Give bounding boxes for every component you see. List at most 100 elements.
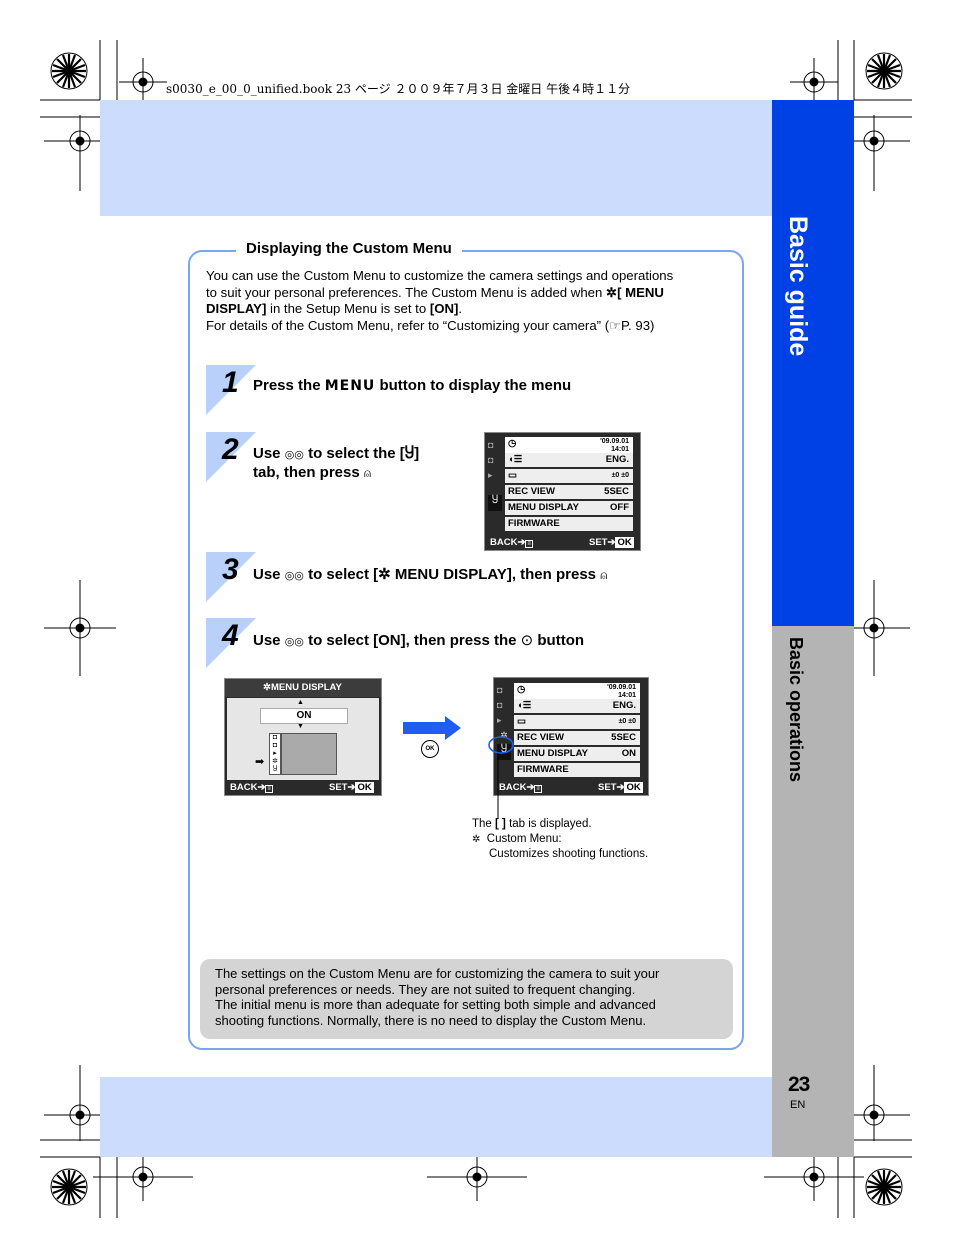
menu-display-title-text: MENU DISPLAY [270, 682, 342, 693]
menu-display-value: ON [621, 748, 636, 759]
intro-line-4-text: For details of the Custom Menu, refer to… [206, 317, 610, 333]
step-2-marker [206, 432, 256, 482]
step-1-text-a: Press the [253, 377, 325, 394]
note-text: The settings on the Custom Menu are for … [215, 966, 725, 1028]
menu-display-label: MENU DISPLAY [508, 502, 579, 513]
step-3-text: Use ◎◎ to select [✲ MENU DISPLAY], then … [253, 565, 607, 583]
next-arrow-icon [403, 716, 461, 740]
step-1-text-c: button to display the menu [375, 377, 572, 394]
menu-key-icon: ≡ [534, 785, 542, 793]
dial-buttons-icon: ◎◎ [284, 636, 304, 648]
set-text: SET [589, 537, 608, 548]
custom-menu-icon: ✲ [263, 682, 271, 693]
caption-line-2: ✲ Custom Menu: [472, 832, 648, 848]
monitor-icon: ▭ [517, 716, 526, 727]
step-2-number: 2 [222, 433, 239, 466]
back-label: BACK➔≡ [499, 782, 542, 793]
dial-buttons-icon: ◎◎ [284, 449, 304, 461]
footer-band [100, 1077, 772, 1157]
menu-display-row: MENU DISPLAY OFF [505, 501, 633, 515]
step-1-marker [206, 365, 256, 415]
firmware-row: FIRMWARE [514, 763, 640, 777]
language-icon: ◖☰ [508, 454, 523, 465]
menu-display-screen: ✲MENU DISPLAY ▲ ON ▼ ◘◘▸✲Ⴘ ➡ BACK➔≡ SET➔… [224, 678, 382, 796]
rec-view-value: 5SEC [611, 732, 636, 743]
intro-line-2: to suit your personal preferences. The C… [206, 285, 726, 302]
box-title: Displaying the Custom Menu [236, 240, 462, 257]
language-value: ENG. [612, 700, 636, 711]
brightness-value: ±0 ±0 [618, 718, 636, 725]
back-text: BACK [230, 782, 258, 793]
intro-line-4-ref: P. 93) [620, 317, 655, 333]
down-arrow-icon: ▼ [297, 723, 304, 730]
monitor-icon: ▭ [508, 470, 517, 481]
firmware-label: FIRMWARE [508, 518, 560, 529]
mini-menu-preview [281, 733, 337, 775]
callout-line [488, 736, 514, 818]
mini-tab-icons: ◘◘▸✲Ⴘ [269, 733, 281, 775]
ok-key-label: OK [615, 537, 634, 548]
step-3-text-b: to select [ [308, 566, 379, 583]
step-2-text-d: tab, then press [253, 464, 360, 481]
intro-text: You can use the Custom Menu to customize… [206, 268, 726, 334]
step-4-marker [206, 618, 256, 668]
caption-line-1-pre: The [472, 818, 496, 830]
side-tab-basic-operations [772, 626, 854, 1157]
rec-view-value: 5SEC [604, 486, 629, 497]
set-text: SET [598, 782, 617, 793]
intro-line-1: You can use the Custom Menu to customize… [206, 268, 674, 283]
step-3-text-a: Use [253, 566, 281, 583]
content-frame [188, 250, 744, 1050]
step-4-text-a: Use [253, 632, 281, 649]
caption-line-2-text: Custom Menu: [486, 832, 562, 845]
step-1-number: 1 [222, 366, 239, 399]
camera1-tab-icon: ◘ [488, 440, 494, 450]
caption-line-1: The [ ] tab is displayed. [472, 817, 648, 832]
step-2-text-line2: tab, then press ⍝ [253, 464, 371, 481]
set-label: SET➔OK [329, 782, 374, 793]
note-line-2: personal preferences or needs. They are … [215, 981, 636, 997]
ok-key-label: OK [355, 782, 374, 793]
caption-line-3: Customizes shooting functions. [489, 848, 649, 860]
step-2-text-b: to select the [ [308, 445, 405, 462]
page-ref-icon: ☞ [609, 317, 621, 333]
side-tab-secondary-label: Basic operations [786, 637, 806, 783]
custom-menu-icon: ✲ [378, 566, 391, 583]
set-text: SET [329, 782, 348, 793]
side-tab-basic-guide [772, 100, 854, 626]
intro-line-3: DISPLAY] in the Setup Menu is set to [ON… [206, 301, 726, 318]
step-4-text-c: button [537, 632, 585, 649]
caption-line-1-post: tab is displayed. [505, 818, 592, 830]
intro-line-4: For details of the Custom Menu, refer to… [206, 318, 726, 335]
language-row: ◖☰ENG. [505, 453, 633, 467]
brightness-row: ▭ ±0 ±0 [514, 715, 640, 729]
step-3-marker [206, 552, 256, 602]
step-3-number: 3 [222, 553, 239, 586]
header-band [100, 100, 772, 216]
dial-buttons-icon: ◎◎ [284, 570, 304, 582]
set-label: SET➔OK [598, 782, 643, 793]
note-line-3: The initial menu is more than adequate f… [215, 997, 656, 1013]
clock-icon: ◷ [517, 684, 526, 695]
up-arrow-icon: ▲ [297, 699, 304, 706]
language-icon: ◖☰ [517, 700, 532, 711]
brightness-value: ±0 ±0 [611, 472, 629, 479]
firmware-label: FIRMWARE [517, 764, 569, 775]
step-2-text-c: ] [414, 445, 420, 462]
camera2-tab-icon: ◘ [488, 455, 494, 465]
set-label: SET➔OK [589, 537, 634, 548]
af-button-icon: ⍝ [363, 466, 372, 480]
option-on[interactable]: ON [260, 708, 348, 724]
menu-display-value: OFF [610, 502, 629, 513]
menu-display-title: ✲MENU DISPLAY [225, 679, 381, 697]
setup-tab-icon: Ⴘ [404, 445, 415, 462]
caption-tab-bracket: [ ] [495, 818, 506, 830]
step-2-text: Use ◎◎ to select the [Ⴘ] [253, 444, 419, 462]
page-number: 23 [788, 1073, 810, 1096]
side-tab-primary-label: Basic guide [784, 216, 812, 357]
back-label: BACK➔≡ [490, 537, 533, 548]
ok-button-icon: OK [421, 740, 439, 758]
back-text: BACK [499, 782, 527, 793]
custom-tab-icon: ✲ [500, 730, 508, 740]
